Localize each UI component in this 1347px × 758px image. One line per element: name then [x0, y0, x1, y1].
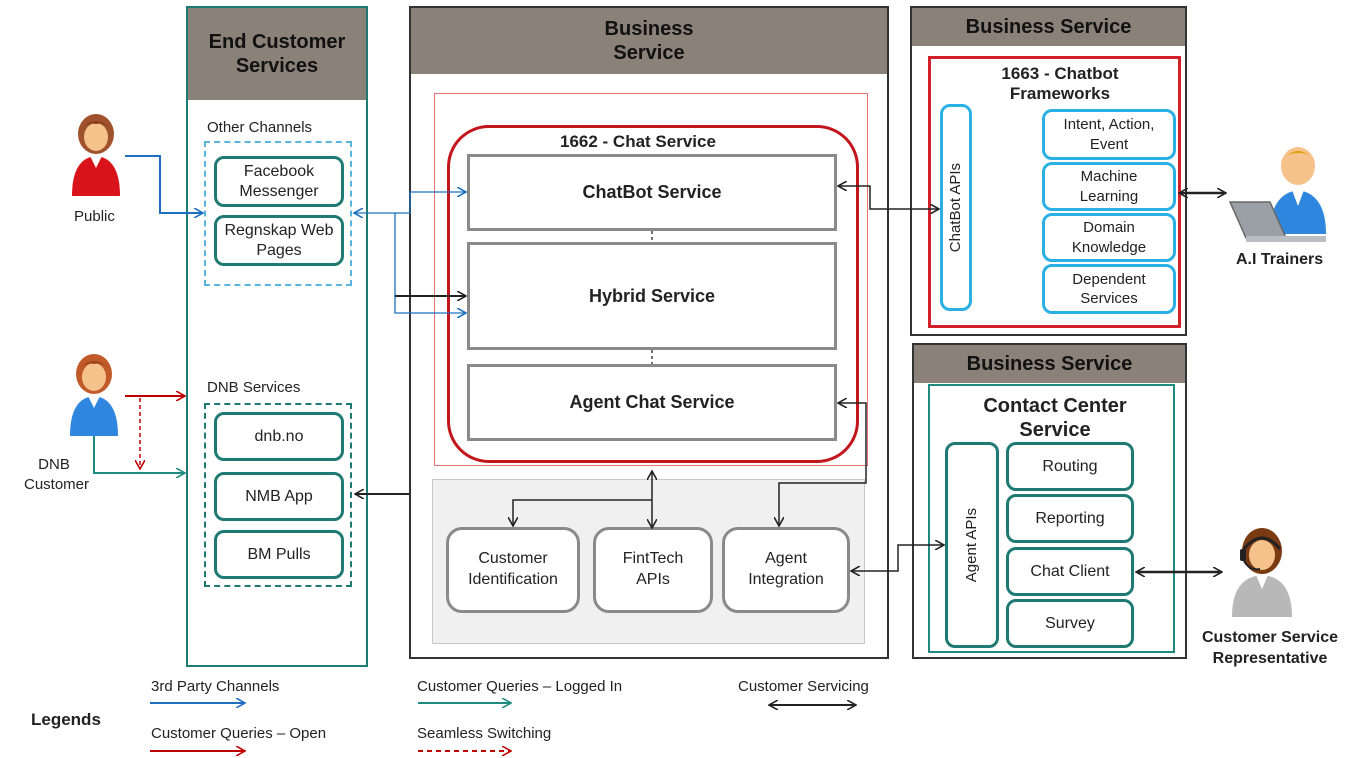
csr-headset-icon	[1232, 528, 1292, 617]
survey-box[interactable]: Survey	[1006, 599, 1134, 648]
csr-label-text: Customer Service Representative	[1201, 629, 1339, 667]
right-top-business-header: Business Service	[912, 8, 1185, 46]
customer-identification-box[interactable]: Customer Identification	[446, 527, 580, 613]
dnb-services-label: DNB Services	[207, 379, 301, 396]
public-to-channels-arrow	[125, 155, 202, 213]
nmb-app-label: NMB App	[245, 487, 313, 505]
contact-center-title-text: Contact Center Service	[983, 395, 1127, 441]
dependent-services-box[interactable]: Dependent Services	[1042, 264, 1176, 314]
facebook-messenger-label: Facebook Messenger	[239, 162, 319, 200]
legend-logged-in-label: Customer Queries – Logged In	[417, 678, 623, 695]
center-business-header-text: Business Service	[604, 18, 694, 64]
right-bottom-business-header-text: Business Service	[966, 353, 1133, 375]
chat-to-identification-arrow	[513, 499, 652, 525]
public-label: Public	[74, 208, 115, 225]
facebook-messenger-box[interactable]: Facebook Messenger	[214, 156, 344, 207]
agent-chat-to-integration-arrow	[779, 403, 867, 525]
agent-chat-service-label: Agent Chat Service	[569, 392, 735, 412]
legend-seamless-label: Seamless Switching	[417, 725, 552, 742]
bm-pulls-box[interactable]: BM Pulls	[214, 530, 344, 579]
chatbot-frameworks-title-text: 1663 - Chatbot Frameworks	[1001, 64, 1119, 104]
chatbot-frameworks-title: 1663 - Chatbot Frameworks	[960, 64, 1160, 105]
legend-servicing-label: Customer Servicing	[738, 678, 869, 695]
machine-learning-label: Machine Learning	[1079, 168, 1139, 205]
dnb-customer-person-icon	[70, 354, 118, 436]
end-customer-header: End Customer Services	[188, 8, 366, 100]
integration-to-agent-apis-arrow	[852, 545, 943, 571]
dnb-customer-label-text: DNB Customer	[24, 456, 90, 493]
center-business-header: Business Service	[411, 8, 887, 74]
dnb-customer-label: DNB Customer	[24, 455, 89, 494]
chatbot-service-label: ChatBot Service	[582, 182, 722, 202]
chat-service-outer-frame	[434, 93, 868, 466]
other-channels-label: Other Channels	[207, 119, 313, 136]
chatbot-to-apis-arrow	[839, 186, 938, 209]
reporting-box[interactable]: Reporting	[1006, 494, 1134, 543]
chat-service-rounded-frame	[447, 125, 859, 463]
other-channels-group	[204, 141, 352, 286]
public-person-icon	[72, 114, 120, 196]
chat-client-label: Chat Client	[1030, 562, 1110, 580]
right-bottom-business-header: Business Service	[914, 345, 1185, 383]
machine-learning-box[interactable]: Machine Learning	[1042, 162, 1176, 211]
fintech-apis-label: FintTech APIs	[622, 550, 684, 588]
csr-label: Customer Service Representative	[1196, 628, 1344, 670]
intent-action-event-label: Intent, Action, Event	[1063, 116, 1155, 153]
contact-center-frame	[928, 384, 1175, 653]
ai-trainers-label: A.I Trainers	[1236, 251, 1324, 268]
legend-title: Legends	[31, 710, 101, 729]
dnb-services-group	[204, 403, 352, 587]
nmb-app-box[interactable]: NMB App	[214, 472, 344, 521]
dnb-customer-logged-in-arrow	[93, 430, 184, 473]
agent-apis-box[interactable]: Agent APIs	[945, 442, 999, 648]
intent-action-event-box[interactable]: Intent, Action, Event	[1042, 109, 1176, 160]
channels-to-hybrid-arrow	[394, 213, 465, 313]
hybrid-service-box[interactable]: Hybrid Service	[467, 242, 837, 350]
contact-center-title: Contact Center Service	[960, 394, 1150, 442]
legend-open-label: Customer Queries – Open	[151, 725, 327, 742]
domain-knowledge-label: Domain Knowledge	[1071, 219, 1147, 256]
customer-identification-label: Customer Identification	[468, 550, 558, 588]
end-customer-header-text: End Customer Services	[208, 31, 346, 77]
agent-integration-label: Agent Integration	[748, 550, 824, 588]
bm-pulls-label: BM Pulls	[247, 545, 311, 563]
dnb-no-box[interactable]: dnb.no	[214, 412, 344, 461]
channels-to-chatbot-arrow	[355, 192, 465, 213]
reporting-label: Reporting	[1035, 509, 1105, 527]
regnskap-web-pages-box[interactable]: Regnskap Web Pages	[214, 215, 344, 266]
agent-integration-box[interactable]: Agent Integration	[722, 527, 850, 613]
dependent-services-label: Dependent Services	[1072, 270, 1146, 308]
legend-third-party-label: 3rd Party Channels	[151, 678, 280, 695]
chatbot-apis-box[interactable]: ChatBot APIs	[940, 104, 972, 311]
regnskap-web-pages-label: Regnskap Web Pages	[224, 221, 334, 259]
chat-client-box[interactable]: Chat Client	[1006, 547, 1134, 596]
hybrid-service-label: Hybrid Service	[588, 285, 716, 306]
survey-label: Survey	[1045, 614, 1095, 632]
domain-knowledge-box[interactable]: Domain Knowledge	[1042, 213, 1176, 262]
dnb-no-label: dnb.no	[254, 427, 304, 445]
chat-service-title: 1662 - Chat Service	[560, 132, 716, 151]
routing-box[interactable]: Routing	[1006, 442, 1134, 491]
right-top-business-header-text: Business Service	[965, 16, 1132, 38]
ai-trainer-laptop-icon	[1228, 147, 1326, 242]
routing-label: Routing	[1042, 457, 1098, 475]
chatbot-service-box[interactable]: ChatBot Service	[467, 154, 837, 231]
